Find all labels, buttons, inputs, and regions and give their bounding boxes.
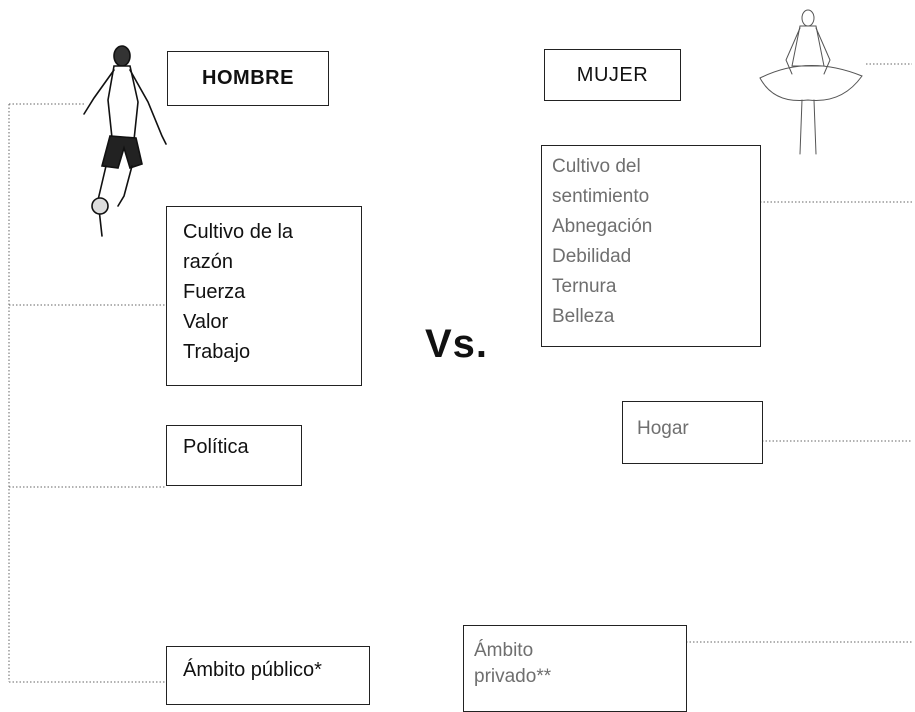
mujer-trait: Abnegación — [552, 216, 653, 237]
mujer-trait: Belleza — [552, 306, 615, 327]
ambito-privado-box: Ámbito privado** — [463, 625, 687, 712]
mujer-traits-box: Cultivo del sentimiento Abnegación Debil… — [541, 145, 761, 347]
versus-label: Vs. — [425, 322, 489, 366]
hombre-trait: Trabajo — [183, 341, 251, 363]
mujer-header-box: MUJER — [544, 49, 681, 101]
mujer-trait: Debilidad — [552, 246, 632, 267]
ambito-privado-line: Ámbito — [474, 640, 534, 661]
hombre-trait: Valor — [183, 311, 229, 333]
ambito-publico-box: Ámbito público* — [166, 646, 370, 705]
mujer-trait: Ternura — [552, 276, 617, 297]
hombre-trait: razón — [183, 251, 234, 273]
hombre-traits-box: Cultivo de la razón Fuerza Valor Trabajo — [166, 206, 362, 386]
hombre-trait: Fuerza — [183, 281, 246, 303]
mujer-trait: Cultivo del — [552, 156, 641, 177]
ambito-privado-line: privado** — [474, 666, 552, 687]
politica-box: Política — [166, 425, 302, 486]
mujer-trait: sentimiento — [552, 186, 650, 207]
hogar-box: Hogar — [622, 401, 763, 464]
hombre-header-label: HOMBRE — [202, 67, 294, 89]
ballerina-icon — [759, 9, 863, 155]
hogar-label: Hogar — [637, 418, 689, 439]
hombre-header-box: HOMBRE — [167, 51, 329, 106]
politica-label: Política — [183, 436, 249, 458]
ambito-publico-label: Ámbito público* — [183, 659, 322, 681]
hombre-trait: Cultivo de la — [183, 221, 294, 243]
soccer-player-icon — [83, 45, 167, 237]
mujer-header-label: MUJER — [576, 63, 649, 86]
